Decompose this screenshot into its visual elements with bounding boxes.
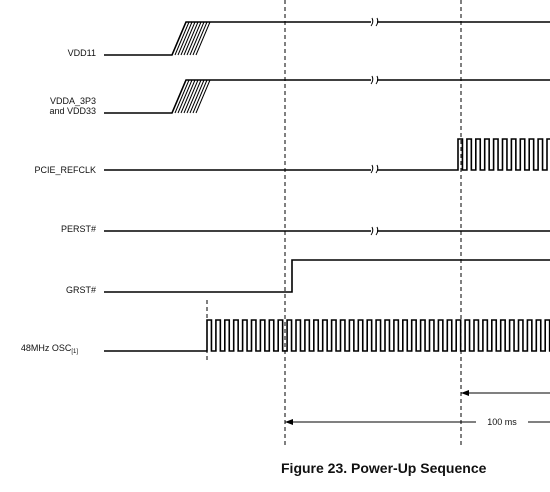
label-48mhz-osc: 48MHz OSC[1] <box>21 343 79 355</box>
label-pcie-refclk: PCIE_REFCLK <box>34 165 96 175</box>
break-mark-vdda <box>370 75 379 85</box>
wave-perst <box>104 226 550 236</box>
timing-label-100ms: 100 ms <box>487 417 517 427</box>
ramp-hatch-vdd11 <box>171 21 211 56</box>
wave-vdd11 <box>104 17 550 56</box>
label-perst: PERST# <box>61 224 96 234</box>
wave-pcie-refclk <box>104 138 550 174</box>
break-mark-perst <box>370 226 379 236</box>
ramp-hatch-vdda <box>171 79 211 114</box>
break-mark-vdd11 <box>370 17 379 27</box>
label-vdda-line2: and VDD33 <box>49 106 96 116</box>
wave-grst <box>104 259 550 293</box>
timing-arrow-upper <box>461 390 550 396</box>
figure-caption: Figure 23. Power-Up Sequence <box>281 460 487 476</box>
timing-arrow-100ms: 100 ms <box>285 417 550 427</box>
label-vdda-line1: VDDA_3P3 <box>50 96 96 106</box>
label-grst: GRST# <box>66 285 96 295</box>
wave-48mhz-osc <box>104 319 550 352</box>
label-vdd11: VDD11 <box>68 48 96 58</box>
wave-vdda <box>104 75 550 114</box>
break-mark-pcie-refclk <box>370 164 379 174</box>
